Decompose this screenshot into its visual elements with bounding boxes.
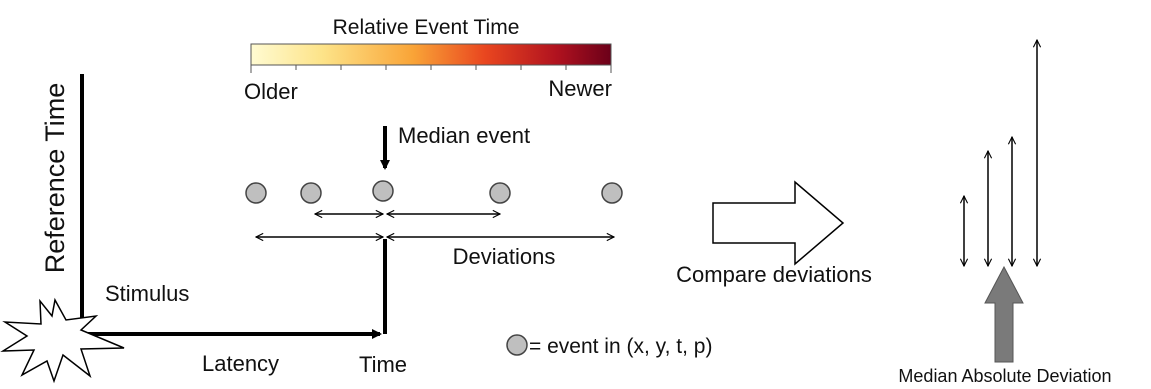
compare-block-arrow [712,180,845,266]
event-row [245,180,623,204]
event-dot [601,182,623,204]
legend-label: = event in (x, y, t, p) [529,335,712,358]
event-dot-median [372,180,394,202]
compare-label: Compare deviations [676,262,872,287]
legend-event-icon [506,334,528,356]
stimulus-label: Stimulus [105,281,189,306]
latency-label: Latency [202,351,279,376]
colorbar-left-label: Older [244,79,298,104]
colorbar-title: Relative Event Time [333,16,520,39]
colorbar-right-label: Newer [548,76,612,101]
mad-arrow [984,265,1024,363]
x-axis-label: Time [359,352,407,377]
stimulus-burst-icon [0,297,125,384]
event-dot [245,182,267,204]
colorbar-ticks [250,65,612,73]
legend: = event in (x, y, t, p) [506,334,712,358]
event-dot [300,182,322,204]
deviations-label: Deviations [453,244,556,269]
colorbar: Relative Event Time Older Newer [244,16,612,104]
mad-label: Median Absolute Deviation [898,366,1111,386]
median-event-pointer: Median event [380,123,530,170]
deviation-arrows [256,214,614,237]
axes: Reference Time Time Latency Stimulus [0,74,407,384]
compare-block: Compare deviations [676,180,872,287]
event-dot [489,182,511,204]
y-axis-label: Reference Time [40,83,70,274]
absolute-deviation-arrows [964,40,1037,266]
median-event-label: Median event [398,123,530,148]
colorbar-gradient [250,43,612,66]
